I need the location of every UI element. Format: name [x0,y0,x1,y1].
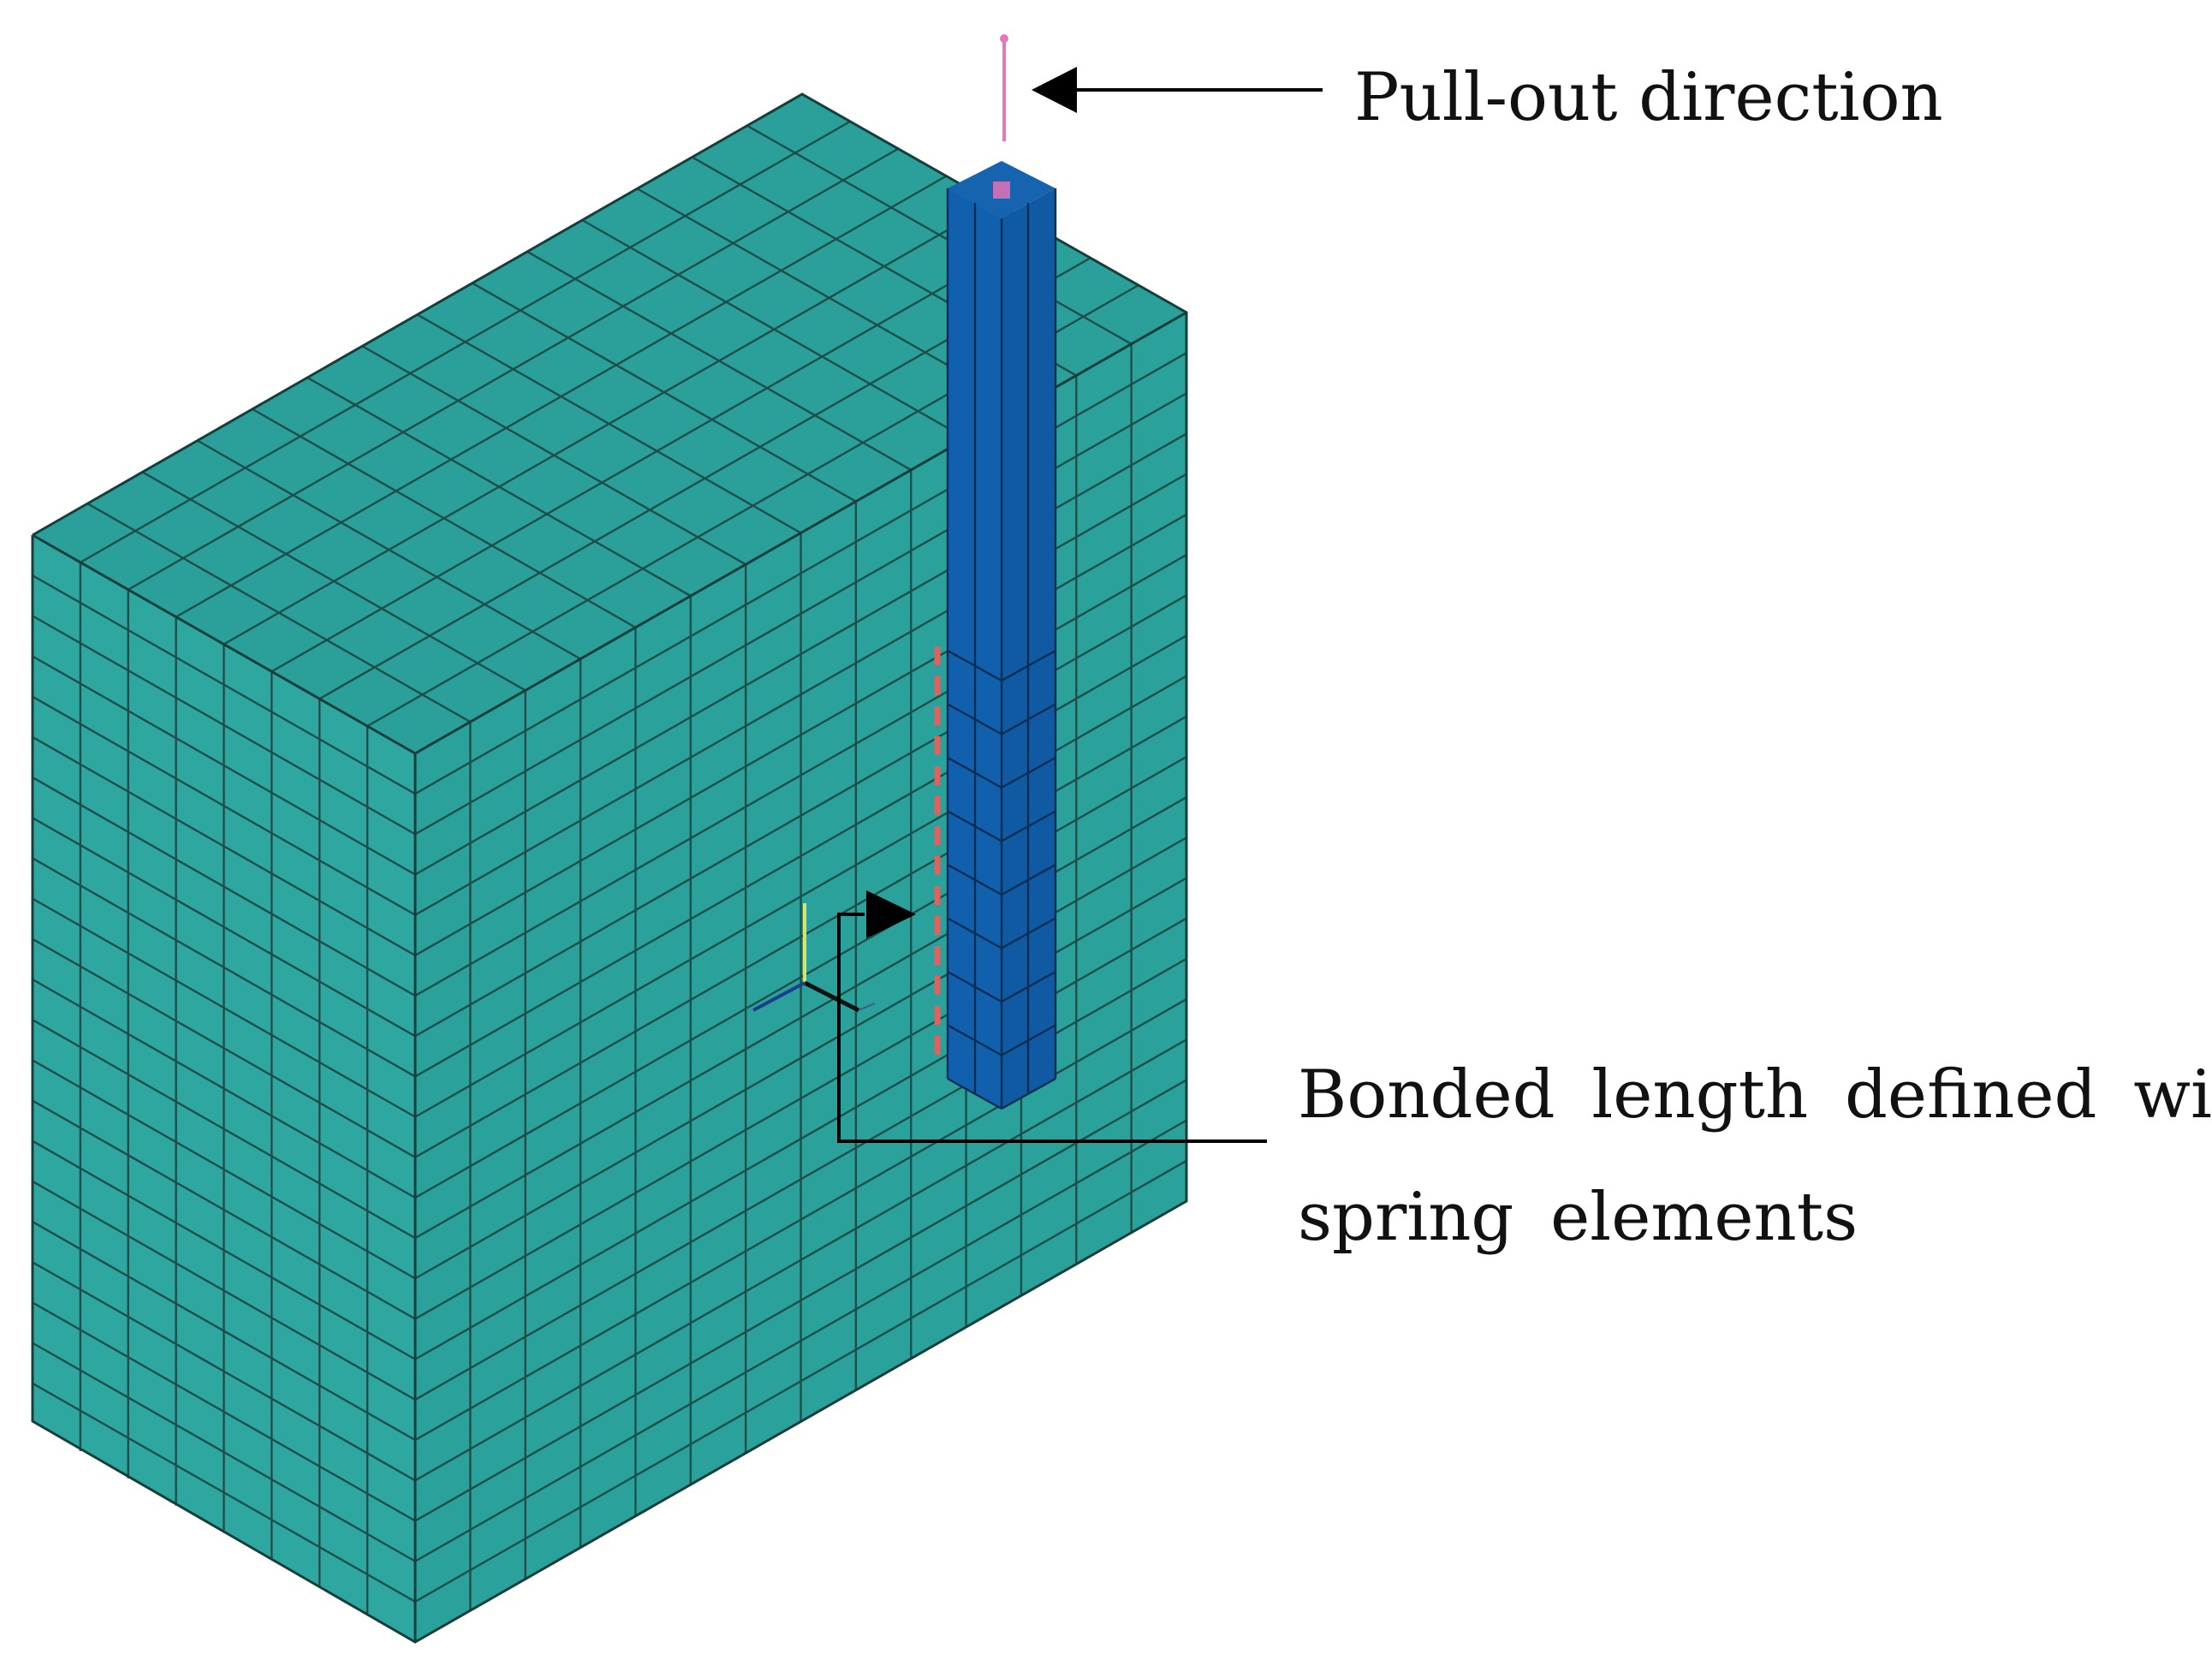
mesh-line [947,970,1002,1003]
mesh-line [414,1119,1187,1562]
mesh-line [175,175,947,618]
mesh-line [414,755,1187,1199]
mesh-line [947,649,1002,682]
pull-out-arrow [1032,67,1323,113]
mesh-line [32,1139,416,1360]
mesh-line [32,615,416,836]
mesh-line [80,120,851,563]
mesh-line [414,554,1187,997]
bonded-length-arrowhead-icon [866,890,916,938]
mesh-line [32,777,416,997]
bonded-length-label-line1: Bonded length defined with [1298,1056,2212,1134]
mesh-line [414,594,1187,1038]
mesh-line [32,1019,416,1240]
mesh-line [32,695,416,916]
mesh-line [1001,1024,1056,1056]
mesh-line [414,473,1187,916]
mesh-line [414,432,1187,876]
mesh-line [32,1059,416,1280]
mesh-line [32,817,416,1038]
mesh-line [414,634,1187,1078]
mesh-line [32,1180,416,1401]
mesh-line [32,897,416,1118]
mesh-line [947,756,1002,789]
mesh-line [414,998,1187,1442]
mesh-line [414,392,1187,836]
mesh-line [414,1038,1187,1482]
mesh-line [414,877,1187,1320]
mesh-line [32,937,416,1158]
mesh-line [1001,1077,1056,1110]
block-outline [31,92,1188,1644]
block-mesh-grid [32,120,1187,1616]
mesh-line [1001,649,1056,682]
mesh-line [947,1024,1002,1056]
mesh-line [1001,863,1056,896]
mesh-line [32,978,416,1199]
mesh-line [414,917,1187,1360]
mesh-line [32,1099,416,1320]
mesh-line [947,917,1002,949]
mesh-line [32,857,416,1078]
mesh-line [414,1159,1187,1603]
mesh-line [223,202,996,646]
mesh-line [414,352,1187,795]
load-line-end-dot [1000,34,1008,43]
mesh-line [414,957,1187,1401]
mesh-line [1001,810,1056,842]
mesh-line [947,1077,1002,1110]
bonded-length-label-line2: spring elements [1298,1179,1858,1256]
mesh-line [32,1221,416,1442]
mesh-line [32,1301,416,1522]
coordinate-triad-icon [752,903,876,1013]
mesh-line [414,675,1187,1118]
mesh-line [1001,917,1056,949]
load-direction [1000,34,1008,141]
rod-mesh-lines [946,188,1057,1110]
pull-out-label: Pull-out direction [1354,59,1943,136]
mesh-line [414,796,1187,1240]
mesh-line [414,513,1187,956]
mesh-line [1001,756,1056,789]
mesh-line [271,229,1044,673]
mesh-line [414,836,1187,1280]
rod-load-node [993,181,1010,199]
mesh-line [1001,703,1056,735]
mesh-line [32,574,416,795]
reinforcing-bar [946,161,1057,1110]
mesh-line [414,715,1187,1158]
mesh-line [32,655,416,876]
mesh-line [947,863,1002,896]
bonded-length-leader [837,890,1267,1143]
mesh-line [32,1382,416,1603]
mesh-line [947,703,1002,735]
mesh-line [32,1342,416,1562]
mesh-line [947,810,1002,842]
mesh-line [32,735,416,956]
pull-out-arrowhead-icon [1032,67,1077,113]
mesh-line [32,1261,416,1482]
mesh-line [414,1079,1187,1522]
mesh-line [1001,970,1056,1003]
mesh-line [128,147,899,591]
